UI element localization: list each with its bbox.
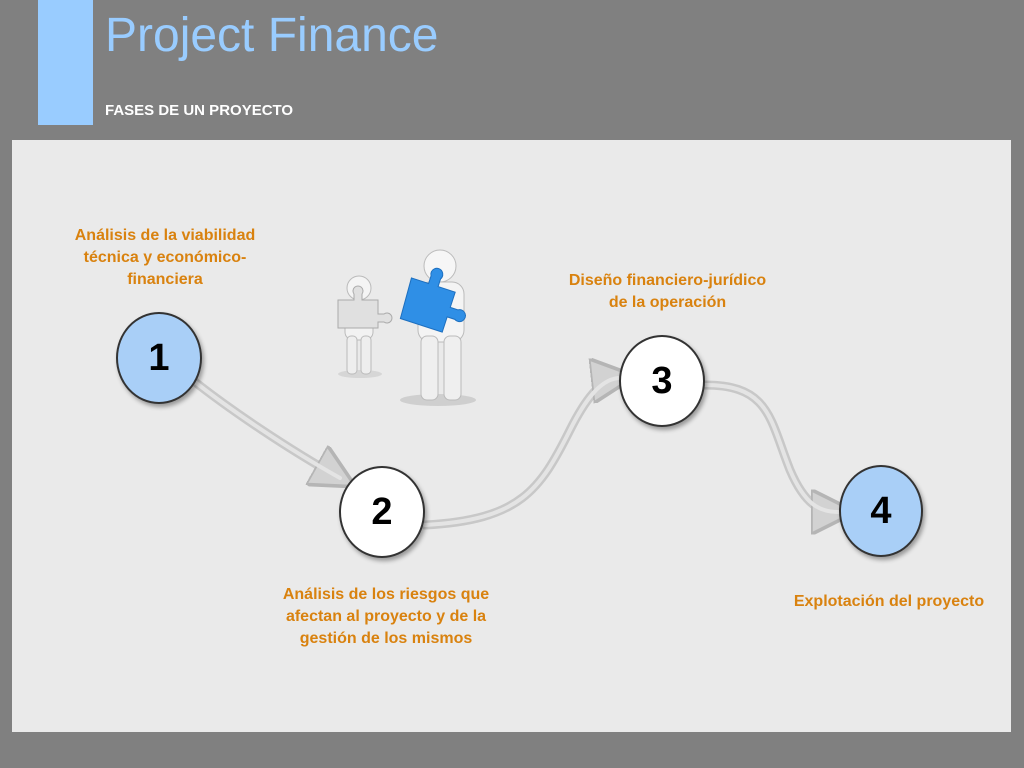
- step-4-circle: 4: [839, 465, 923, 557]
- step-4-label: Explotación del proyecto: [793, 593, 985, 610]
- step-2-circle: 2: [339, 466, 425, 558]
- accent-bar: [38, 0, 93, 125]
- page-title: Project Finance: [105, 9, 439, 62]
- page-subtitle: FASES DE UN PROYECTO: [105, 102, 294, 119]
- content-panel: [12, 140, 1011, 732]
- step-3-circle: 3: [619, 335, 705, 427]
- step-3-number: 3: [651, 359, 673, 402]
- puzzle-people-icon: [337, 249, 476, 406]
- step-4-number: 4: [870, 489, 892, 532]
- step-1-circle: 1: [116, 312, 202, 404]
- step-1-number: 1: [148, 336, 170, 379]
- arrow-3-4: [700, 380, 838, 512]
- step-2-number: 2: [371, 490, 393, 533]
